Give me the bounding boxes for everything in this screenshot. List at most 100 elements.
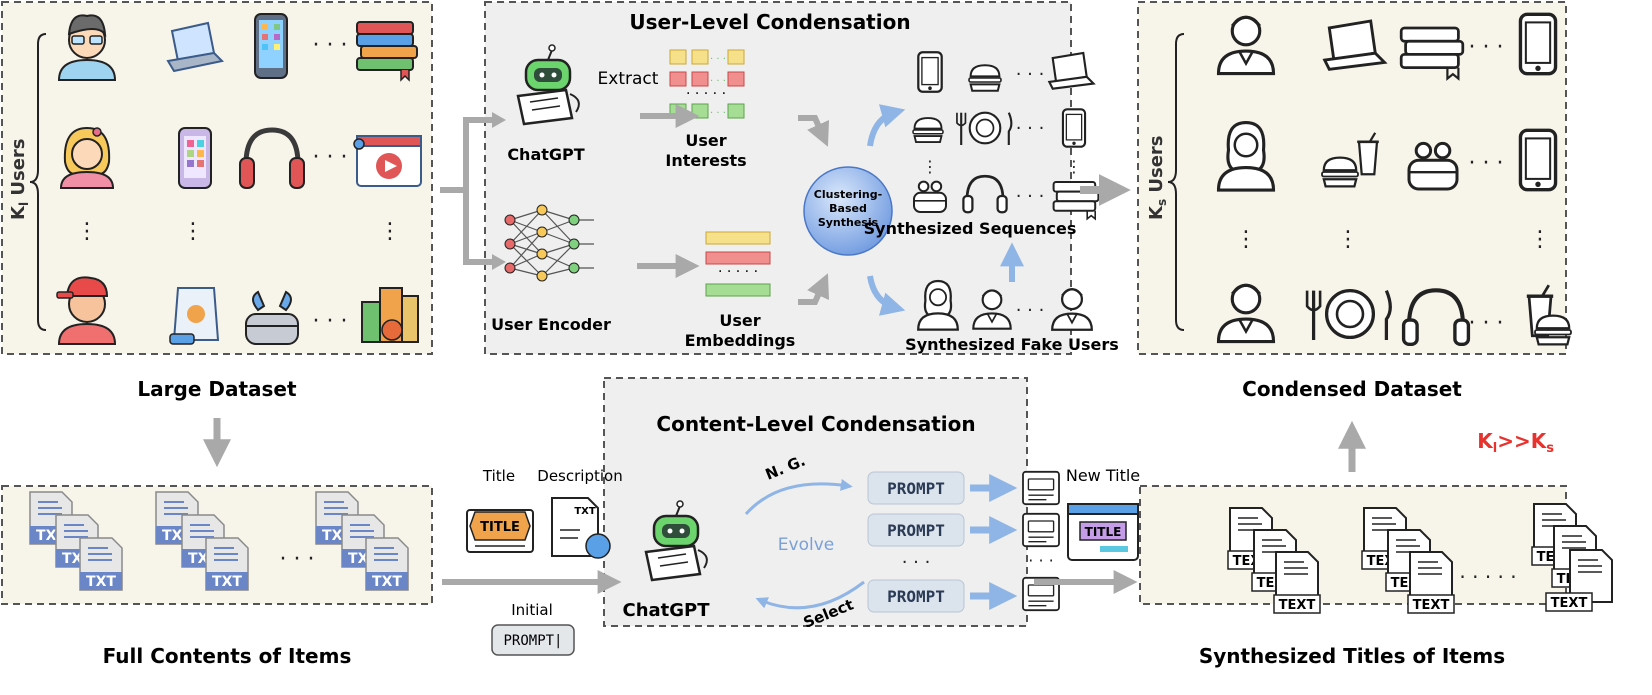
large-dataset-caption: Large Dataset xyxy=(137,377,297,401)
synth-titles-docs-group-3: TEXT TEXT TEXT xyxy=(1531,503,1613,612)
svg-text:· · · · ·: · · · · · xyxy=(686,86,726,102)
seq-laptop-icon xyxy=(1048,51,1095,90)
extract-label: Extract xyxy=(598,69,659,89)
pet-food-icon xyxy=(169,287,220,345)
user-interests-grid: · · · · · · · · · · · · · · xyxy=(669,49,745,119)
svg-text:PROMPT: PROMPT xyxy=(887,521,945,540)
synthesized-fake-users-label: Synthesized Fake Users xyxy=(905,335,1119,354)
user-embeddings-label-1: User xyxy=(719,311,760,330)
seq-burger-icon xyxy=(967,64,1003,92)
large-k-label: Kl Users xyxy=(8,139,31,221)
synth-titles-dots: · · · · · xyxy=(1459,565,1516,589)
svg-text:· · · · ·: · · · · · xyxy=(718,264,758,280)
user-embeddings-label-2: Embeddings xyxy=(685,331,796,350)
description-input-label: Description xyxy=(537,467,622,485)
arrow-ng xyxy=(744,479,853,516)
laptop-icon xyxy=(166,21,225,73)
full-contents-docs-group-1: TXT TXT TXT xyxy=(29,491,123,591)
content-level-title: Content-Level Condensation xyxy=(656,412,975,436)
seq-phone-icon xyxy=(917,51,943,93)
arrow-select xyxy=(755,580,865,610)
synth-titles-panel xyxy=(1139,485,1567,605)
arrowhead-lower xyxy=(492,254,506,270)
row2-dots: · · · xyxy=(313,145,348,170)
avatar-man-glasses xyxy=(57,14,117,81)
condensed-dots-1: · · · xyxy=(1469,35,1504,60)
smartphone-icon xyxy=(254,13,288,79)
large-users-vdots: ⋮ xyxy=(76,219,98,244)
content-chatgpt-label: ChatGPT xyxy=(622,600,710,621)
earbuds-color-icon xyxy=(245,290,299,345)
condensed-dots-2: · · · xyxy=(1469,151,1504,176)
fake-users-dots: · · · xyxy=(1016,300,1045,321)
seq-dots-2: · · · xyxy=(1016,118,1045,139)
groceries-icon xyxy=(361,287,419,343)
initial-label: Initial xyxy=(511,601,553,619)
k-relation-label: Kl>>Ks xyxy=(1477,429,1554,456)
arrowhead-upper xyxy=(492,112,506,128)
cluster-label-2: Based xyxy=(829,202,867,215)
description-txt-text: TXT xyxy=(574,506,596,517)
synthesized-sequences-label: Synthesized Sequences xyxy=(864,219,1077,238)
arrow-embeddings-to-cluster xyxy=(798,273,830,305)
title-badge-text: TITLE xyxy=(480,520,520,535)
condensed-phone2-icon xyxy=(1518,128,1558,192)
user-level-panel xyxy=(484,1,1072,355)
full-contents-dots: · · · xyxy=(280,547,315,572)
description-doc-icon xyxy=(551,497,611,559)
seq-vdots-2: ⋮ xyxy=(1066,157,1082,176)
svg-text:TEXT: TEXT xyxy=(1551,596,1588,611)
svg-text:· · ·: · · · xyxy=(710,54,726,65)
title-doc-icon-1 xyxy=(1022,470,1060,506)
svg-text:TXT: TXT xyxy=(86,574,116,590)
books-icon xyxy=(356,21,418,82)
title-badge-icon xyxy=(466,509,534,553)
condensed-vdots-2: ⋮ xyxy=(1529,227,1551,252)
new-title-badge-text: TITLE xyxy=(1085,525,1122,539)
initial-prompt-badge xyxy=(491,624,575,656)
condensed-phone-icon xyxy=(1518,12,1558,76)
arrow-to-fake-users xyxy=(867,275,906,316)
synth-titles-docs-group-1: TEXT TEXT TEXT xyxy=(1227,507,1321,614)
svg-text:PROMPT: PROMPT xyxy=(887,479,945,498)
condensed-users-brace xyxy=(1167,33,1185,331)
avatar-boy-cap xyxy=(56,276,117,345)
large-users-brace xyxy=(29,33,47,331)
seq-vdots-1: ⋮ xyxy=(922,157,938,176)
svg-text:TXT: TXT xyxy=(212,574,242,590)
user-embeddings-bars: · · · · · xyxy=(705,231,771,297)
full-contents-docs-group-2: TXT TXT TXT xyxy=(155,491,249,591)
items-vdots-2: ⋮ xyxy=(379,219,401,244)
svg-text:· · ·: · · · xyxy=(710,108,726,119)
svg-text:PROMPT: PROMPT xyxy=(887,587,945,606)
tablet-icon xyxy=(178,127,212,189)
avatar-woman xyxy=(59,126,115,189)
clustering-synthesis-node xyxy=(803,166,893,256)
arrow-to-sequences xyxy=(867,104,906,147)
prompt-box-2: PROMPT xyxy=(867,513,965,547)
full-contents-caption: Full Contents of Items xyxy=(103,644,352,668)
headphones-color-icon xyxy=(239,127,305,189)
title-input-label: Title xyxy=(482,467,515,485)
chatgpt-label-top: ChatGPT xyxy=(507,145,584,164)
seq-dots-3: · · · xyxy=(1016,186,1045,207)
condensed-vdots-1: ⋮ xyxy=(1337,227,1359,252)
svg-text:TXT: TXT xyxy=(372,574,402,590)
synth-titles-caption: Synthesized Titles of Items xyxy=(1199,644,1505,668)
svg-text:TEXT: TEXT xyxy=(1413,598,1450,613)
seq-phone2-icon xyxy=(1061,108,1087,148)
new-title-window-icon xyxy=(1067,503,1139,561)
arrow-large-to-userlevel xyxy=(440,117,492,265)
condensed-dots-3: · · · xyxy=(1469,311,1504,336)
svg-text:TEXT: TEXT xyxy=(1279,598,1316,613)
title-doc-icon-2 xyxy=(1022,512,1060,548)
synth-titles-docs-group-2: TEXT TEXT TEXT xyxy=(1361,507,1455,614)
cluster-label-3: Synthesis xyxy=(818,216,879,229)
video-player-icon xyxy=(353,135,422,187)
cluster-label-1: Clustering- xyxy=(814,188,882,201)
user-encoder-label: User Encoder xyxy=(491,315,611,334)
prompt-box-1: PROMPT xyxy=(867,471,965,505)
prompt-dots: · · · xyxy=(902,552,931,573)
user-level-title: User-Level Condensation xyxy=(629,10,910,34)
